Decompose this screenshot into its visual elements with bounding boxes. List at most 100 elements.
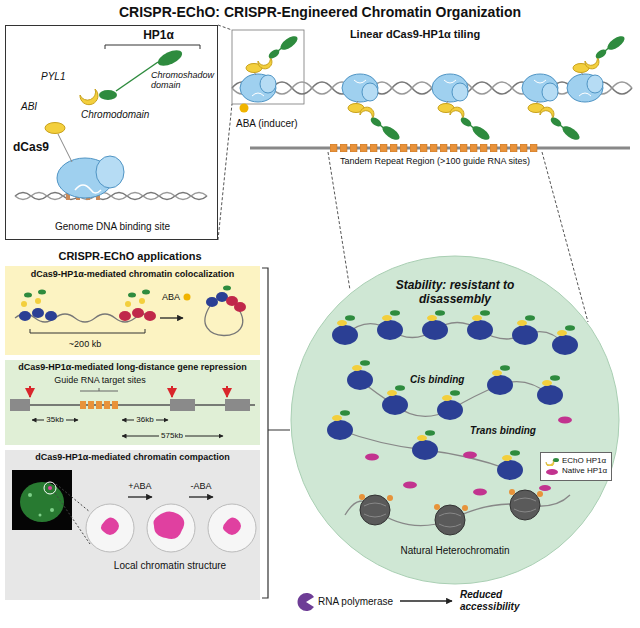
construct-drawing (156, 47, 185, 69)
colocalization-drawing (35, 298, 41, 304)
heterochromatin-drawing (539, 485, 551, 491)
application-panel: dCas9-HP1α-mediated chromatin compaction… (5, 450, 260, 600)
tiling-drawing (330, 144, 540, 152)
tiling-drawing (342, 74, 402, 142)
repression-drawing (10, 404, 255, 405)
heterochromatin-drawing (359, 494, 365, 500)
compaction-drawing (208, 504, 256, 552)
binding-label: Cis binding (410, 374, 480, 386)
tiling-drawing (232, 34, 632, 322)
zoom-guides (218, 25, 304, 240)
heterochromatin-drawing (360, 495, 390, 525)
application-panel: dCas9-HP1α-mediated long-distance gene r… (5, 360, 260, 445)
panel-title: dCas9-HP1α-mediated chromatin compaction (8, 452, 257, 462)
repression-drawing (96, 401, 102, 409)
colocalization-drawing (21, 301, 27, 307)
repression-drawing (32, 420, 44, 421)
panel-title: dCas9-HP1α-mediated chromatin colocaliza… (8, 269, 257, 279)
colocalization-drawing (19, 311, 31, 321)
domain-label: Chromodomain (81, 109, 161, 121)
repression-drawing (80, 401, 86, 409)
stability-circle: Stability: resistant to disassemblyCis b… (290, 255, 620, 585)
repression-drawing (80, 388, 118, 391)
diagram-title: CRISPR-EChO: CRISPR-Engineered Chromatin… (0, 4, 640, 20)
tiling-drawing (542, 152, 588, 322)
binding-label: Trans binding (470, 425, 552, 437)
compaction-drawing (223, 517, 241, 535)
legend-swatch (545, 456, 559, 466)
site-label: Guide RNA target sites (52, 375, 148, 385)
heterochromatin-drawing (365, 454, 379, 461)
domain-label: HP1α (131, 29, 186, 43)
heterochromatin-drawing (327, 310, 578, 535)
repression-drawing (225, 399, 250, 411)
colocalization-drawing (119, 311, 131, 321)
colocalization-drawing (139, 298, 145, 304)
heading-label: Stability: resistant to disassembly (373, 278, 537, 307)
construct-box: HP1αPYL1Chromoshadow domainChromodomainA… (5, 25, 218, 240)
section-title: Linear dCas9-HP1α tiling (320, 28, 510, 41)
heterochromatin-drawing (497, 450, 523, 480)
compaction-drawing (50, 508, 54, 512)
construct-drawing (15, 193, 207, 200)
compaction-drawing (44, 482, 56, 494)
heterochromatin-drawing (463, 452, 477, 459)
legend-swatch (553, 458, 559, 462)
repression-drawing (185, 436, 223, 437)
construct-drawing (96, 156, 124, 188)
tiling-drawing (328, 152, 350, 290)
polymerase-drawing (298, 593, 314, 611)
colocalization-drawing (128, 293, 136, 298)
heterochromatin-drawing (387, 495, 393, 501)
compaction-drawing (147, 504, 195, 552)
colocalization-drawing (125, 301, 131, 307)
heterochromatin-drawing (382, 385, 408, 415)
construct-drawing (15, 193, 207, 200)
inducer-label: +ABA (122, 481, 158, 491)
compaction-drawing (86, 504, 134, 552)
heterochromatin-drawing (512, 315, 538, 345)
heterochromatin-drawing (462, 505, 468, 511)
heterochromatin-drawing (327, 410, 353, 440)
zoom-guides (218, 25, 232, 30)
section-title: CRISPR-EChO applications (20, 250, 240, 263)
repression-drawing (112, 401, 118, 409)
colocalization-drawing (132, 308, 144, 318)
effect-label: Reduced accessibility (460, 589, 550, 612)
construct-drawing (75, 185, 101, 193)
distance-label: 35kb (40, 415, 70, 424)
protein-label: dCas9 (13, 141, 58, 155)
colocalization-drawing (144, 311, 156, 321)
colocalization-drawing (206, 297, 218, 307)
colocalization-drawing (223, 286, 231, 291)
heterochromatin-drawing (434, 504, 440, 510)
legend-swatch (545, 467, 559, 477)
circle-outline (291, 256, 619, 584)
compaction-drawing (48, 486, 52, 490)
compaction-drawing (20, 482, 64, 522)
legend-swatch (546, 460, 554, 466)
construct-drawing (105, 45, 200, 49)
repression-drawing (170, 399, 195, 411)
construct-drawing (99, 90, 117, 100)
construct-drawing (15, 45, 207, 200)
repression-drawing (66, 420, 78, 421)
heterochromatin-drawing (537, 491, 543, 497)
heterochromatin-drawing (510, 490, 540, 520)
caption-label: Local chromatin structure (90, 560, 250, 572)
heterochromatin-drawing (437, 390, 463, 420)
compaction-drawing (12, 470, 72, 530)
compaction-drawing (128, 496, 152, 497)
zoom-guides (232, 30, 304, 104)
repression-drawing (88, 401, 94, 409)
site-label: Genome DNA binding site (16, 221, 209, 233)
distance-label: ~200 kb (45, 339, 125, 349)
region-label: Tandem Repeat Region (>100 guide RNA sit… (320, 156, 550, 166)
legend-text: Native HP1α (562, 466, 607, 476)
colocalization-drawing (15, 286, 246, 336)
compaction-drawing (189, 496, 213, 497)
polymerase-drawing (298, 593, 452, 611)
heterochromatin-drawing (364, 498, 536, 527)
bracket (262, 268, 290, 598)
